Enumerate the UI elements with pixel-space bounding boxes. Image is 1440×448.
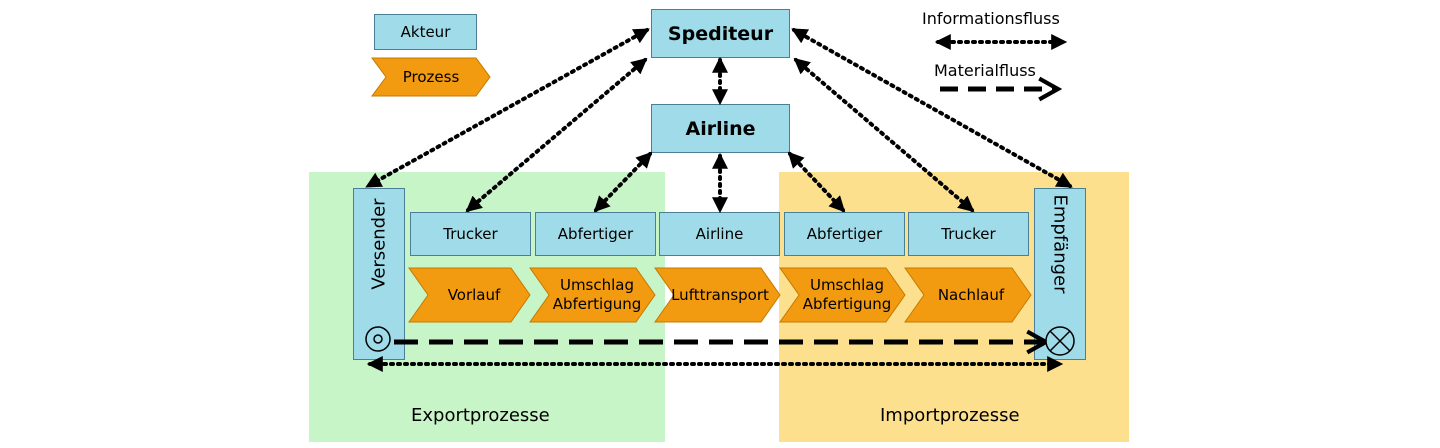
info-flow-spediteur-empfaenger [791, 28, 1073, 188]
airline-top-label: Airline [685, 117, 756, 140]
process-label: Vorlauf [447, 285, 501, 304]
legend-info-flow-label: Informationsfluss [922, 9, 1060, 28]
empfaenger-label: Empfänger [1049, 194, 1071, 294]
spediteur-box: Spediteur [651, 9, 790, 58]
row-actor-airline: Airline [659, 212, 780, 256]
row-actor-abfertiger-import: Abfertiger [784, 212, 905, 256]
versender-label: Versender [368, 198, 390, 290]
process-label: Umschlag Abfertigung [802, 276, 892, 313]
process-label: Lufttransport [671, 285, 769, 304]
export-region-label: Exportprozesse [411, 405, 550, 426]
row-actor-trucker-export: Trucker [410, 212, 531, 256]
row-actor-label: Abfertiger [557, 225, 634, 243]
row-actor-label: Abfertiger [806, 225, 883, 243]
row-actor-trucker-import: Trucker [908, 212, 1029, 256]
legend-process-label: Prozess [402, 67, 460, 86]
legend-actor-box: Akteur [374, 14, 477, 50]
legend-material-flow-label: Materialfluss [934, 61, 1036, 80]
legend-actor-label: Akteur [400, 23, 451, 41]
spediteur-label: Spediteur [667, 22, 774, 45]
row-actor-label: Trucker [443, 225, 498, 243]
import-region-label: Importprozesse [880, 405, 1020, 426]
empfaenger-box: Empfänger [1034, 188, 1086, 360]
process-label: Umschlag Abfertigung [552, 276, 642, 313]
versender-box: Versender [353, 188, 405, 360]
row-actor-label: Airline [695, 225, 744, 243]
airline-top-box: Airline [651, 104, 790, 153]
process-label: Nachlauf [937, 285, 1005, 304]
row-actor-label: Trucker [941, 225, 996, 243]
row-actor-abfertiger-export: Abfertiger [535, 212, 656, 256]
info-flow-spediteur-versender [365, 28, 650, 188]
